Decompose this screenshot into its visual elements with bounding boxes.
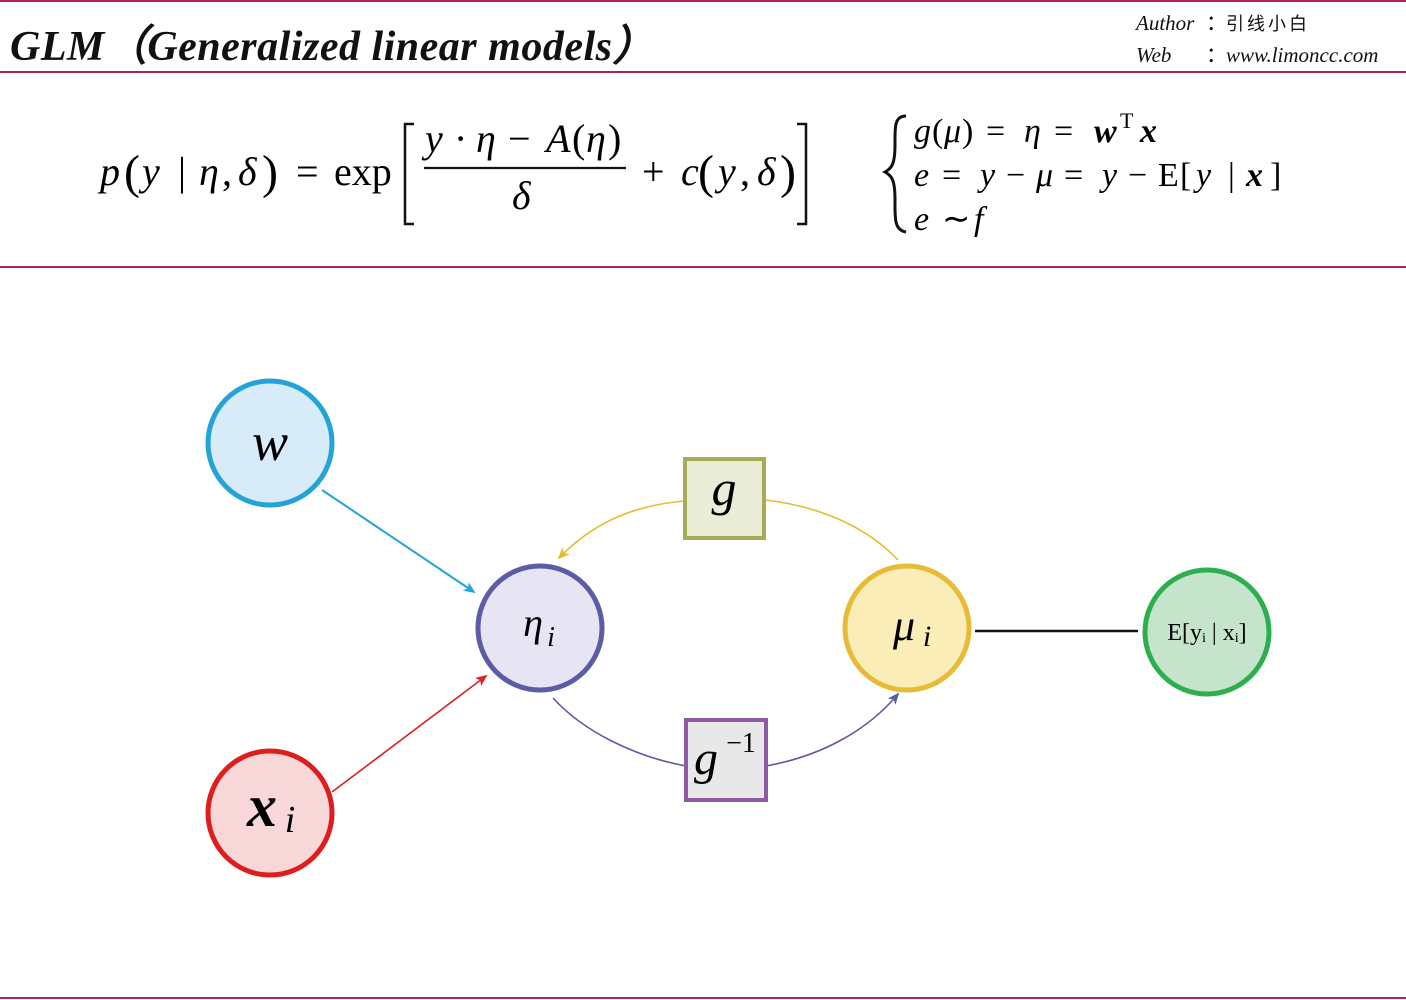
node-mu: μ i <box>842 563 972 693</box>
svg-text:x: x <box>1245 157 1263 194</box>
svg-text:E: E <box>1158 157 1179 194</box>
svg-text:T: T <box>1120 108 1134 133</box>
node-x-label: x <box>246 773 277 839</box>
glm-formula: p ( y | η , δ ) = exp y · η − A ( η ) δ … <box>97 108 1281 238</box>
svg-text:(: ( <box>124 146 140 199</box>
svg-text:(: ( <box>698 146 714 199</box>
svg-text:δ: δ <box>757 149 777 194</box>
svg-text:+: + <box>642 149 665 194</box>
box-inverse-link-superscript: −1 <box>726 728 756 759</box>
svg-text:x: x <box>1139 113 1157 150</box>
svg-text:[: [ <box>1180 157 1191 194</box>
svg-text:): ) <box>262 146 278 199</box>
node-mu-subscript: i <box>923 620 931 653</box>
header-bottom-rule <box>0 71 1406 73</box>
svg-text:|: | <box>1228 157 1235 194</box>
svg-text:g: g <box>914 113 931 150</box>
svg-text:c: c <box>681 149 699 194</box>
node-w: w <box>205 378 335 508</box>
svg-text:f: f <box>974 201 988 238</box>
svg-text:−: − <box>1128 157 1147 194</box>
svg-text:·: · <box>454 116 467 161</box>
svg-text:): ) <box>962 113 973 150</box>
svg-text:y: y <box>421 116 443 161</box>
node-eta-subscript: i <box>547 622 555 653</box>
svg-text:exp: exp <box>334 149 392 194</box>
svg-text:A: A <box>543 116 571 161</box>
box-inverse-link-label: g <box>694 732 718 785</box>
svg-text:∼: ∼ <box>942 201 971 238</box>
svg-text:e: e <box>914 201 929 238</box>
node-mu-label: μ <box>892 601 915 650</box>
edge-x-to-eta <box>331 674 488 793</box>
author-label: Author <box>1136 11 1195 35</box>
svg-text:y: y <box>714 149 736 194</box>
svg-text:y: y <box>138 149 160 194</box>
web-line: Web ：www.limoncc.com <box>1136 40 1378 70</box>
formula-bottom-rule <box>0 266 1406 268</box>
svg-text:δ: δ <box>512 173 532 218</box>
node-eta-label: η <box>523 600 543 645</box>
author-line: Author ：引线小白 <box>1136 8 1378 40</box>
svg-text:μ: μ <box>1035 157 1053 194</box>
node-x: x i <box>205 748 335 878</box>
author-separator: ： <box>1206 11 1227 35</box>
page-title: GLM（Generalized linear models） <box>10 24 655 70</box>
web-separator: ： <box>1206 43 1227 67</box>
box-link-g: g <box>683 457 766 540</box>
edge-w-to-eta <box>321 489 476 594</box>
web-value: www.limoncc.com <box>1226 43 1379 67</box>
web-label: Web <box>1136 43 1172 67</box>
svg-text:δ: δ <box>238 149 258 194</box>
svg-text:|: | <box>178 149 186 194</box>
svg-text:): ) <box>780 146 796 199</box>
svg-text:η: η <box>586 116 606 161</box>
edge-mu-to-g <box>764 499 899 561</box>
glm-system: g ( μ ) = η = w T x e = y − μ = y − E [ … <box>881 108 1281 238</box>
glm-diagram: w x i η i μ i E[yᵢ | xᵢ] g g −1 <box>205 378 1272 878</box>
svg-text:η: η <box>476 116 496 161</box>
svg-text:): ) <box>608 116 621 161</box>
page-bottom-rule <box>0 997 1406 999</box>
svg-text:p: p <box>97 149 120 194</box>
svg-text:=: = <box>942 157 961 194</box>
svg-text:(: ( <box>572 116 585 161</box>
svg-text:,: , <box>222 149 232 194</box>
node-eta: η i <box>475 563 605 693</box>
box-inverse-link: g −1 <box>684 718 768 802</box>
svg-text:=: = <box>1064 157 1083 194</box>
svg-text:μ: μ <box>943 113 961 150</box>
node-expectation: E[yᵢ | xᵢ] <box>1142 567 1272 697</box>
svg-text:−: − <box>1006 157 1025 194</box>
node-x-subscript: i <box>285 799 296 841</box>
author-value: 引线小白 <box>1226 14 1310 35</box>
svg-text:e: e <box>914 157 929 194</box>
svg-text:]: ] <box>1270 157 1281 194</box>
svg-text:y: y <box>1099 157 1118 194</box>
author-info: Author：引线小白 Web：www.limoncc.com <box>1136 8 1378 70</box>
svg-text:w: w <box>1094 113 1117 150</box>
svg-text:=: = <box>986 113 1005 150</box>
node-expectation-label: E[yᵢ | xᵢ] <box>1167 620 1246 646</box>
svg-text:=: = <box>1054 113 1073 150</box>
box-link-g-label: g <box>712 460 737 516</box>
edge-g-to-eta <box>557 500 685 560</box>
svg-text:η: η <box>1024 113 1041 150</box>
edge-eta-to-ginv <box>552 697 687 767</box>
svg-text:,: , <box>740 149 750 194</box>
svg-text:(: ( <box>932 113 943 150</box>
header-top-rule <box>0 0 1406 2</box>
svg-text:y: y <box>1193 157 1212 194</box>
edge-ginv-to-mu <box>765 692 900 767</box>
node-w-label: w <box>252 412 288 472</box>
svg-text:−: − <box>508 116 531 161</box>
svg-text:η: η <box>199 149 219 194</box>
svg-text:=: = <box>296 149 319 194</box>
density-formula: p ( y | η , δ ) = exp y · η − A ( η ) δ … <box>97 116 808 226</box>
svg-text:y: y <box>977 157 996 194</box>
